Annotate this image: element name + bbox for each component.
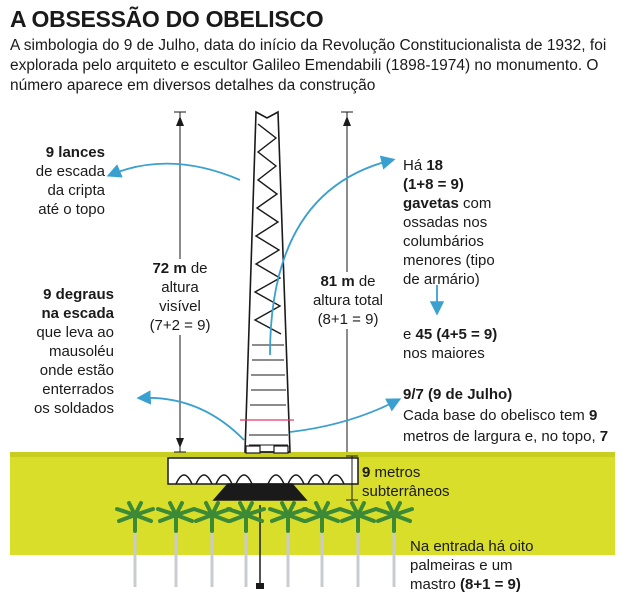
page-title: A OBSESSÃO DO OBELISCO <box>10 6 324 32</box>
palm-tree-icon <box>338 501 378 587</box>
annotation-degraus: 9 degraus na escada que leva ao mausoléu… <box>33 286 114 417</box>
staircase <box>253 123 282 335</box>
annotation-altura-total: 81 m de altura total (8+1 = 9) <box>303 272 393 329</box>
palm-tree-icon <box>226 501 266 587</box>
palm-tree-icon <box>192 501 232 587</box>
annotation-maiores: e 45 (4+5 = 9) nos maiores <box>403 326 498 362</box>
intro-paragraph: A simbologia do 9 de Julho, data do iníc… <box>10 37 607 94</box>
palm-tree-icon <box>115 501 155 587</box>
arrow-gavetas <box>269 155 396 356</box>
palm-tree-icon <box>302 501 342 587</box>
arrow-lances <box>106 162 241 181</box>
annotation-entrada: Na entrada há oito palmeiras e um mastro… <box>410 538 534 593</box>
obelisk-icon <box>244 110 291 453</box>
palm-trees <box>115 501 414 587</box>
annotation-lances: 9 lances de escada da cripta até o topo <box>35 144 105 218</box>
palm-tree-icon <box>374 501 414 587</box>
palm-tree-icon <box>156 501 196 587</box>
arrow-base <box>289 398 402 433</box>
arrow-degraus <box>136 390 245 441</box>
annotation-gavetas: Há 18 (1+8 = 9) gavetas com ossadas nos … <box>403 157 495 288</box>
mausoleum <box>167 457 359 501</box>
annotation-base: 9/7 (9 de Julho) Cada base do obelisco t… <box>403 386 609 445</box>
palm-tree-icon <box>268 501 308 587</box>
annotation-subterraneos: 9 metros subterrâneos <box>362 464 450 500</box>
annotation-altura-visivel: 72 m de altura visível (7+2 = 9) <box>136 259 224 335</box>
